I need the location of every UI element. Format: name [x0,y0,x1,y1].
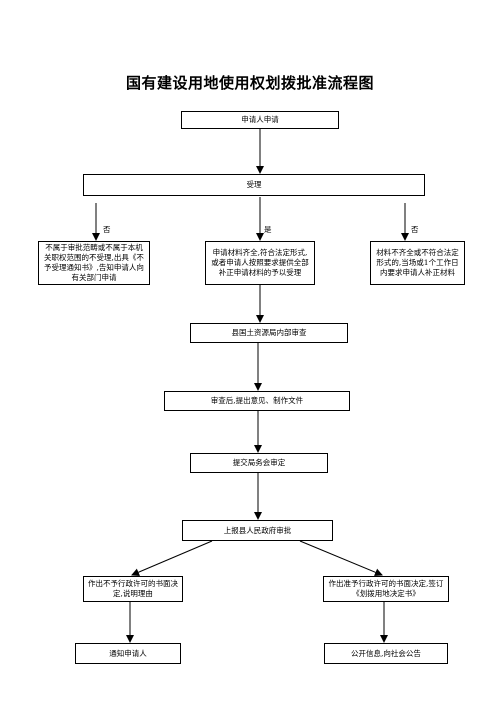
arrow-government-to-deny [131,540,213,576]
node-apply: 申请人申请 [181,111,339,129]
node-accept: 受理 [83,174,425,196]
page-title: 国有建设用地使用权划拨批准流程图 [125,74,374,92]
node-reject: 不属于审批范畴或不属于本机关职权范围的不受理,出具《不予受理通知书》,告知申请人… [38,241,150,285]
node-notify: 通知申请人 [75,643,181,664]
node-government: 上报县人民政府审批 [182,520,333,541]
node-supplement: 材料不齐全或不符合法定形式的,当场或1个工作日内要求申请人补正材料 [370,241,465,285]
branch-label-no-left: 否 [103,225,111,234]
node-review: 县国土资源局内部审查 [190,323,348,343]
node-complete: 申请材料齐全,符合法定形式,或者申请人按照要求提供全部补正申请材料的予以受理 [205,241,315,285]
branch-label-yes: 是 [264,225,272,234]
node-deny: 作出不予行政许可的书面决定,说明理由 [83,576,183,602]
arrow-government-to-grant [299,540,383,577]
node-publish: 公开信息,向社会公告 [324,643,448,664]
branch-label-no-right: 否 [411,225,419,234]
node-opinion: 审查后,提出意见、制作文件 [164,391,350,411]
node-grant: 作出准予行政许可的书面决定,签订《划拨用地决定书》 [323,576,449,602]
node-meeting: 提交局务会审定 [190,453,328,473]
